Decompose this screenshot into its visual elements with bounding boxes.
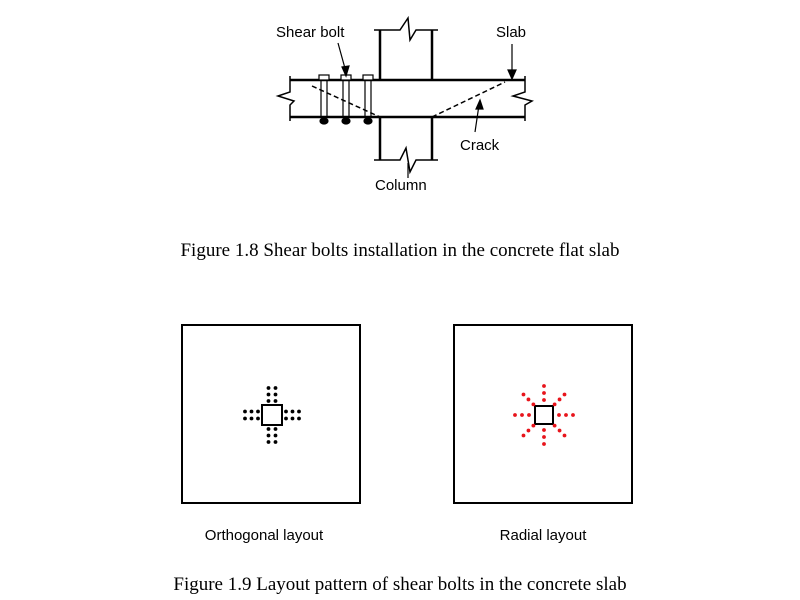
label-column: Column xyxy=(375,177,427,194)
bolt-dot xyxy=(542,435,546,439)
bolt-dot xyxy=(542,384,546,388)
lower-column-break-line xyxy=(374,145,438,175)
label-shear-bolt: Shear bolt xyxy=(276,24,345,41)
orthogonal-layout-panel xyxy=(181,324,361,504)
bolt-dot xyxy=(273,386,278,390)
bolt-dot xyxy=(297,409,301,414)
bolt-dot xyxy=(520,413,524,417)
shear-bolt xyxy=(318,74,330,125)
figure-1-9-caption: Figure 1.9 Layout pattern of shear bolts… xyxy=(173,574,627,595)
bolt-dot xyxy=(557,413,561,417)
bolt-dot xyxy=(564,413,568,417)
bolt-dot xyxy=(273,440,278,444)
slab-left-break-line xyxy=(275,76,296,121)
bolt-dot xyxy=(542,442,546,446)
bolt-dot xyxy=(266,427,271,431)
bolt-dot xyxy=(243,416,247,421)
bolt-dot xyxy=(243,409,247,414)
bolt-dot xyxy=(562,433,567,438)
bolt-dot xyxy=(256,416,260,421)
radial-layout-label: Radial layout xyxy=(499,527,587,544)
bolt-dot xyxy=(557,397,562,402)
bolt-dot xyxy=(284,416,288,421)
bolt-dot xyxy=(542,428,546,432)
bolt-dot xyxy=(531,402,536,407)
shear-bolt xyxy=(340,74,352,125)
bolt-dot xyxy=(297,416,301,421)
column-square xyxy=(261,404,283,426)
bolt-dot xyxy=(562,392,567,397)
figure-1-8-caption: Figure 1.8 Shear bolts installation in t… xyxy=(180,240,620,261)
orthogonal-layout-drawing xyxy=(243,386,301,444)
upper-column-break-line xyxy=(374,15,438,43)
bolt-dot xyxy=(266,433,271,438)
bolt-dot xyxy=(527,413,531,417)
crack-left xyxy=(311,85,381,118)
bolt-dot xyxy=(526,428,531,433)
shear-bolts xyxy=(318,74,374,125)
bolt-dot xyxy=(249,409,254,414)
radial-layout-drawing xyxy=(513,384,575,446)
bolt-dot xyxy=(542,398,546,402)
column-square xyxy=(534,405,554,425)
bolt-dot xyxy=(552,423,557,428)
bolt-dot xyxy=(273,399,278,403)
bolt-dot xyxy=(513,413,517,417)
bolt-dot xyxy=(557,428,562,433)
crack-right xyxy=(431,81,506,118)
section-drawing xyxy=(275,15,534,178)
slab-outline xyxy=(290,78,525,119)
shear-bolt xyxy=(362,74,374,125)
upper-column xyxy=(378,30,434,80)
bolt-dot xyxy=(521,433,526,438)
bolt-dot xyxy=(256,409,260,414)
bolt-dot xyxy=(290,416,295,421)
bolt-dot xyxy=(526,397,531,402)
bolt-dot xyxy=(266,386,271,390)
orthogonal-layout-label: Orthogonal layout xyxy=(204,527,324,544)
bolt-dot xyxy=(531,423,536,428)
bolt-dot xyxy=(273,427,278,431)
bolt-dot xyxy=(542,391,546,395)
bolt-dot xyxy=(521,392,526,397)
label-slab: Slab xyxy=(496,24,527,41)
bolt-dot xyxy=(571,413,575,417)
bolt-dot xyxy=(249,416,254,421)
bolt-dot xyxy=(266,392,271,397)
bolt-dot xyxy=(273,392,278,397)
slab-right-break-line xyxy=(510,76,534,121)
bolt-dot xyxy=(284,409,288,414)
bolt-dot xyxy=(266,399,271,403)
label-crack: Crack xyxy=(460,137,500,154)
bolt-dot xyxy=(273,433,278,438)
leader-arrows xyxy=(337,42,517,178)
radial-layout-panel xyxy=(453,324,633,504)
bolt-dot xyxy=(552,402,557,407)
crack-lines xyxy=(311,81,506,118)
shear-bolt-section-diagram: Shear bolt Slab Crack Column xyxy=(270,10,550,210)
bolt-dot xyxy=(266,440,271,444)
lower-column xyxy=(378,117,434,160)
bolt-dot xyxy=(290,409,295,414)
